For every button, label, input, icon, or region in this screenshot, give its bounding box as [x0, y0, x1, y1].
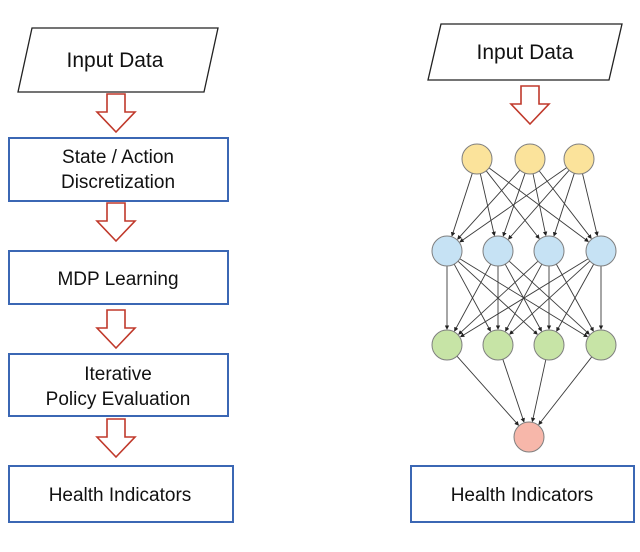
step-box-health-indicators	[8, 465, 234, 523]
right-input-label: Input Data	[477, 41, 574, 64]
edge-l0-n2-to-n0	[459, 167, 567, 243]
edge-l0-n0-to-n0	[450, 173, 473, 237]
node-layer1-2	[514, 143, 546, 175]
node-layer2-4	[585, 235, 617, 267]
edge-l0-n2-to-n1	[508, 170, 570, 240]
edge-l0-n2-to-n2	[552, 173, 575, 237]
edge-l1-n2-to-n0	[458, 260, 539, 335]
node-layer4-1	[513, 421, 545, 453]
right-output-label: Health Indicators	[451, 485, 594, 506]
step-label-discretization-line1: State / Action	[62, 147, 174, 168]
step-label-policy-evaluation-line1: Iterative	[84, 364, 152, 385]
node-layer3-2	[482, 329, 514, 361]
edge-l2-n3-to-n0	[538, 356, 593, 426]
right-arrow-1	[509, 85, 551, 126]
edge-l2-n0-to-n0	[456, 355, 519, 426]
right-flowchart: Input Data Health Indicators	[410, 23, 635, 523]
step-box-mdp-learning	[8, 250, 229, 305]
edge-l2-n1-to-n0	[502, 359, 525, 423]
left-arrow-2	[95, 202, 137, 243]
node-layer3-1	[431, 329, 463, 361]
edge-l0-n1-to-n3	[538, 170, 592, 240]
step-label-mdp-learning: MDP Learning	[57, 269, 178, 290]
step-box-policy-evaluation	[8, 353, 229, 417]
node-layer1-1	[461, 143, 493, 175]
edge-l1-n3-to-n0	[459, 258, 589, 338]
left-input-parallelogram	[17, 27, 219, 93]
left-input-label: Input Data	[67, 49, 164, 72]
edge-l1-n3-to-n2	[556, 263, 595, 332]
neural-network	[431, 143, 617, 453]
node-layer3-4	[585, 329, 617, 361]
node-layer2-1	[431, 235, 463, 267]
left-flowchart: Input Data State / Action Discretization…	[8, 27, 234, 523]
node-layer2-3	[533, 235, 565, 267]
right-input-parallelogram	[427, 23, 623, 81]
edge-l1-n1-to-n0	[454, 263, 492, 332]
step-label-discretization-line2: Discretization	[61, 172, 175, 193]
right-output-box	[410, 465, 635, 523]
step-label-policy-evaluation-line2: Policy Evaluation	[46, 389, 191, 410]
edge-l1-n2-to-n1	[505, 263, 543, 332]
left-arrow-3	[95, 309, 137, 350]
edge-l2-n2-to-n0	[530, 359, 547, 423]
left-arrow-4	[95, 418, 137, 459]
edge-l0-n0-to-n2	[485, 170, 540, 240]
step-label-health-indicators: Health Indicators	[49, 485, 192, 506]
edge-l0-n0-to-n1	[479, 173, 496, 237]
node-layer3-3	[533, 329, 565, 361]
edge-l0-n2-to-n3	[582, 173, 599, 237]
network-edges	[444, 167, 604, 426]
step-box-discretization	[8, 137, 229, 202]
edge-l1-n3-to-n1	[509, 260, 591, 335]
left-arrow-1	[95, 93, 137, 134]
edge-l0-n1-to-n0	[457, 169, 521, 240]
node-layer1-3	[563, 143, 595, 175]
node-layer2-2	[482, 235, 514, 267]
